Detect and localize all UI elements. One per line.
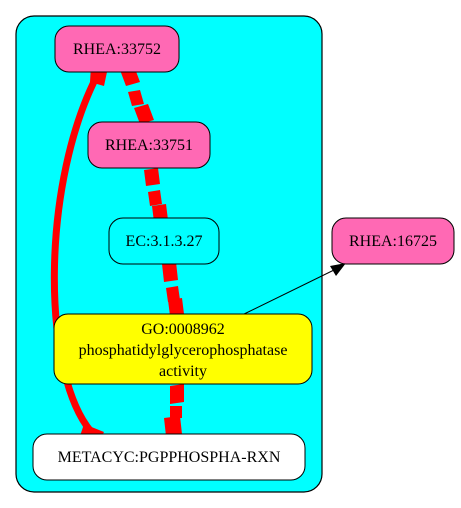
- node-go-0008962-label-line-2: phosphatidylglycerophosphatase: [79, 342, 288, 359]
- node-go-0008962-label-line-1: GO:0008962: [141, 321, 225, 338]
- node-rhea-16725[interactable]: RHEA:16725: [331, 217, 455, 265]
- arrowhead-rhea-16725: [330, 263, 346, 276]
- node-rhea-33751[interactable]: RHEA:33751: [87, 121, 211, 169]
- edge-rhea-33752-to-rhea-33751: [120, 66, 154, 124]
- node-metacyc-label: METACYC:PGPPHOSPHA-RXN: [58, 449, 281, 466]
- node-metacyc-pgpphospha-rxn[interactable]: METACYC:PGPPHOSPHA-RXN: [32, 433, 306, 481]
- edge-go-to-metacyc: [164, 384, 184, 436]
- node-ec-3-1-3-27[interactable]: EC:3.1.3.27: [108, 217, 220, 265]
- node-go-0008962[interactable]: GO:0008962 phosphatidylglycerophosphatas…: [53, 313, 313, 385]
- node-rhea-33752[interactable]: RHEA:33752: [54, 25, 180, 73]
- node-ec-3-1-3-27-label: EC:3.1.3.27: [126, 233, 203, 250]
- node-rhea-33752-label: RHEA:33752: [73, 41, 161, 58]
- node-go-0008962-label-line-3: activity: [159, 363, 207, 380]
- edge-go-to-rhea-16725: [239, 269, 335, 317]
- edge-ec-to-go: [162, 262, 184, 316]
- node-rhea-33751-label: RHEA:33751: [105, 137, 193, 154]
- edge-metacyc-to-rhea-33752: [50, 68, 104, 439]
- node-rhea-16725-label: RHEA:16725: [349, 233, 437, 250]
